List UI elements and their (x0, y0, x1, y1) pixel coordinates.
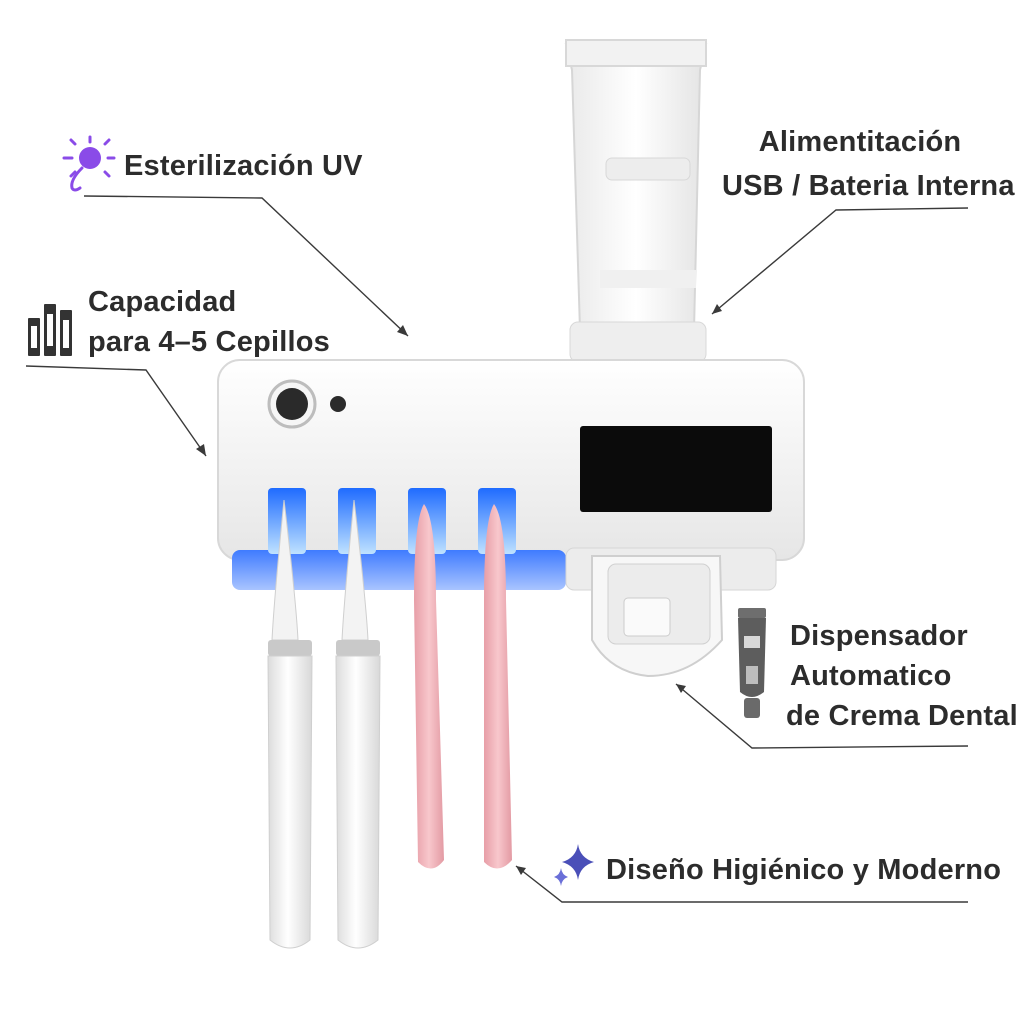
electric-toothbrush-1 (267, 499, 313, 949)
electric-toothbrush-2 (335, 499, 381, 949)
toothbrushes-icon (28, 304, 72, 356)
callout-arrowheads (196, 304, 722, 875)
toothpaste-dispenser (591, 555, 724, 678)
callout-lines (25, 195, 969, 903)
design-title: Diseño Higiénico y Moderno (606, 854, 1002, 886)
dispenser-line1: Dispensador (790, 620, 968, 652)
toothpaste-tube-icon (738, 608, 766, 718)
feature-uv-sterilization: Esterilización UV (124, 146, 363, 186)
capacity-line2: para 4–5 Cepillos (88, 326, 330, 358)
uv-light-icon (62, 135, 116, 192)
power-line1: Alimentitación (758, 126, 962, 158)
uv-title: Esterilización UV (124, 150, 363, 182)
feature-power: Alimentitación USB / Bateria Interna (722, 122, 1015, 206)
manual-toothbrush-1 (414, 504, 444, 869)
feature-capacity: Capacidad para 4–5 Cepillos (88, 282, 330, 362)
manual-toothbrush-2 (484, 504, 512, 869)
feature-dispenser: Dispensador Automatico de Crema Dental (786, 616, 1018, 736)
sparkle-icon (554, 844, 594, 886)
power-line2: USB / Bateria Interna (722, 170, 1015, 202)
dispenser-line2: Automatico (790, 660, 952, 692)
dispenser-line3: de Crema Dental (786, 700, 1018, 732)
sterilizer-body (217, 321, 805, 591)
feature-design: Diseño Higiénico y Moderno (606, 850, 1001, 890)
capacity-line1: Capacidad (88, 286, 237, 318)
